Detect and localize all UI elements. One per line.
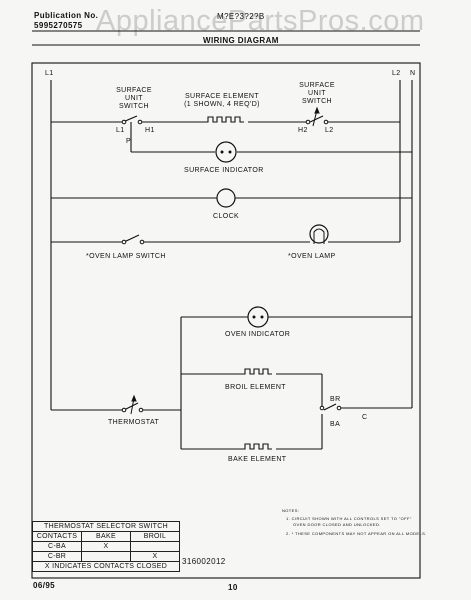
- watermark: AppliancePartsPros.com: [96, 5, 425, 37]
- thermostat-blade: [123, 402, 139, 411]
- oven-lamp-switch-blade: [123, 234, 140, 243]
- switch-contact: [121, 239, 127, 245]
- note-2: 2. * THESE COMPONENTS MAY NOT APPEAR ON …: [286, 531, 427, 536]
- label-clock: CLOCK: [213, 213, 240, 220]
- label-l2: L2: [392, 70, 401, 77]
- oven-lamp-bulb: [309, 224, 329, 244]
- broil-element-coil: [241, 368, 272, 375]
- terminal-h2: H2: [298, 127, 308, 134]
- diagram-border: [31, 62, 421, 579]
- switch-contact: [336, 405, 342, 411]
- selector-header-contacts: CONTACTS: [32, 531, 82, 542]
- label-bake-element: BAKE ELEMENT: [228, 456, 287, 463]
- terminal-l2: L2: [325, 127, 334, 134]
- label-surface-unit-switch-left-1: SURFACE: [116, 87, 152, 94]
- table-row: C-BA X: [32, 541, 180, 552]
- terminal-p: P: [126, 138, 132, 145]
- table-row: C-BR X: [32, 551, 180, 562]
- selector-header-bake: BAKE: [81, 531, 131, 542]
- label-surface-element-qty: (1 SHOWN, 4 REQ'D): [184, 101, 260, 108]
- terminal-br: BR: [330, 396, 341, 403]
- switch-contact: [319, 405, 325, 411]
- publication-date: 06/95: [33, 581, 56, 590]
- label-thermostat: THERMOSTAT: [108, 419, 160, 426]
- note-1-line-1: 1. CIRCUIT SHOWN WITH ALL CONTROLS SET T…: [286, 516, 412, 521]
- publication-number: 5995270575: [34, 21, 83, 30]
- label-l1: L1: [45, 70, 54, 77]
- note-1-line-2: OVEN DOOR CLOSED AND UNLOCKED.: [293, 522, 381, 527]
- switch-contact: [121, 407, 127, 413]
- terminal-ba: BA: [330, 421, 341, 428]
- surface-element-coil: [204, 116, 244, 123]
- thermostat-selector-table: THERMOSTAT SELECTOR SWITCH CONTACTS BAKE…: [32, 521, 180, 572]
- bake-element-coil: [241, 443, 272, 450]
- label-n: N: [410, 70, 416, 77]
- switch-contact: [137, 119, 143, 125]
- switch-contact: [139, 239, 145, 245]
- terminal-l1: L1: [116, 127, 125, 134]
- publication-label: Publication No.: [34, 11, 99, 20]
- table-cell: X: [130, 551, 180, 562]
- surface-switch-cam-arrow: [314, 106, 320, 114]
- model-number: M?E?3?2?B: [217, 12, 265, 21]
- page-number: 10: [228, 583, 238, 592]
- label-surface-element: SURFACE ELEMENT: [184, 93, 260, 100]
- terminal-h1: H1: [145, 127, 155, 134]
- oven-indicator-lamp: [247, 306, 269, 328]
- thermostat-sensor-arrow: [131, 394, 137, 402]
- label-surface-unit-switch-right-2: UNIT: [308, 90, 326, 97]
- selector-switch-blade: [323, 403, 337, 411]
- notes-title: NOTES:: [282, 508, 300, 513]
- label-surface-unit-switch-right-3: SWITCH: [301, 98, 332, 105]
- label-surface-unit-switch-left-2: UNIT: [125, 95, 143, 102]
- selector-table-footer: X INDICATES CONTACTS CLOSED: [32, 561, 180, 572]
- label-oven-lamp: *OVEN LAMP: [288, 253, 336, 260]
- table-cell: [130, 541, 180, 552]
- surface-indicator-lamp: [215, 141, 237, 163]
- surface-switch-right-blade: [309, 115, 324, 123]
- table-cell: C-BA: [32, 541, 82, 552]
- clock-motor: [216, 188, 236, 208]
- diagram-title: WIRING DIAGRAM: [203, 36, 279, 45]
- table-cell: C-BR: [32, 551, 82, 562]
- switch-contact: [121, 119, 127, 125]
- label-broil-element: BROIL ELEMENT: [225, 384, 286, 391]
- switch-contact: [138, 407, 144, 413]
- table-cell: X: [81, 541, 131, 552]
- table-cell: [81, 551, 131, 562]
- switch-contact: [305, 119, 311, 125]
- label-surface-unit-switch-left-3: SWITCH: [118, 103, 149, 110]
- terminal-c: C: [362, 414, 368, 421]
- part-number: 316002012: [182, 557, 226, 566]
- switch-contact: [323, 119, 329, 125]
- label-surface-indicator: SURFACE INDICATOR: [184, 167, 264, 174]
- selector-table-title: THERMOSTAT SELECTOR SWITCH: [32, 521, 180, 532]
- label-surface-unit-switch-right-1: SURFACE: [299, 82, 335, 89]
- label-oven-indicator: OVEN INDICATOR: [225, 331, 291, 338]
- selector-header-broil: BROIL: [130, 531, 180, 542]
- label-oven-lamp-switch: *OVEN LAMP SWITCH: [86, 253, 166, 260]
